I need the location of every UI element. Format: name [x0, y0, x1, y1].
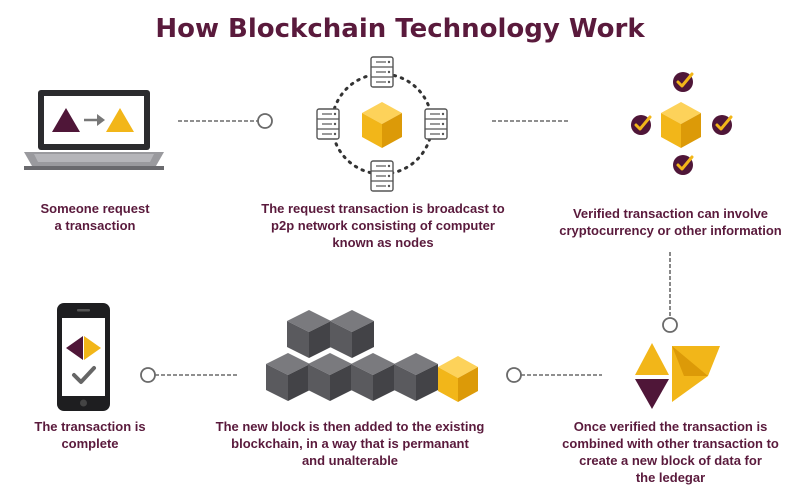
checkmark-icon — [671, 153, 695, 177]
connector-line — [662, 252, 678, 333]
new-block-icon — [635, 343, 720, 409]
block-cube-icon — [362, 102, 402, 148]
smartphone-icon — [57, 303, 110, 411]
connector-line — [178, 113, 273, 129]
step-4-caption: Once verified the transaction is combine… — [562, 419, 779, 485]
step-6-caption: The transaction is complete — [34, 419, 146, 451]
checkmark-icon — [629, 113, 653, 137]
laptop-icon — [24, 90, 164, 170]
verified-transaction-icon — [629, 70, 734, 177]
checkmark-icon — [710, 113, 734, 137]
server-node-icon — [316, 56, 448, 192]
step-3-caption: Verified transaction can involve cryptoc… — [559, 206, 782, 238]
checkmark-icon — [671, 70, 695, 94]
connector-line — [140, 367, 237, 383]
step-1-caption: Someone request a transaction — [40, 201, 150, 233]
step-2-caption: The request transaction is broadcast to … — [261, 201, 505, 250]
block-cube-icon — [661, 102, 701, 148]
page-title: How Blockchain Technology Work — [155, 14, 645, 44]
checkmark-icon — [72, 366, 96, 384]
blockchain-cubes-icon — [266, 310, 478, 402]
step-5-caption: The new block is then added to the exist… — [215, 419, 485, 468]
connector-line — [506, 367, 602, 383]
